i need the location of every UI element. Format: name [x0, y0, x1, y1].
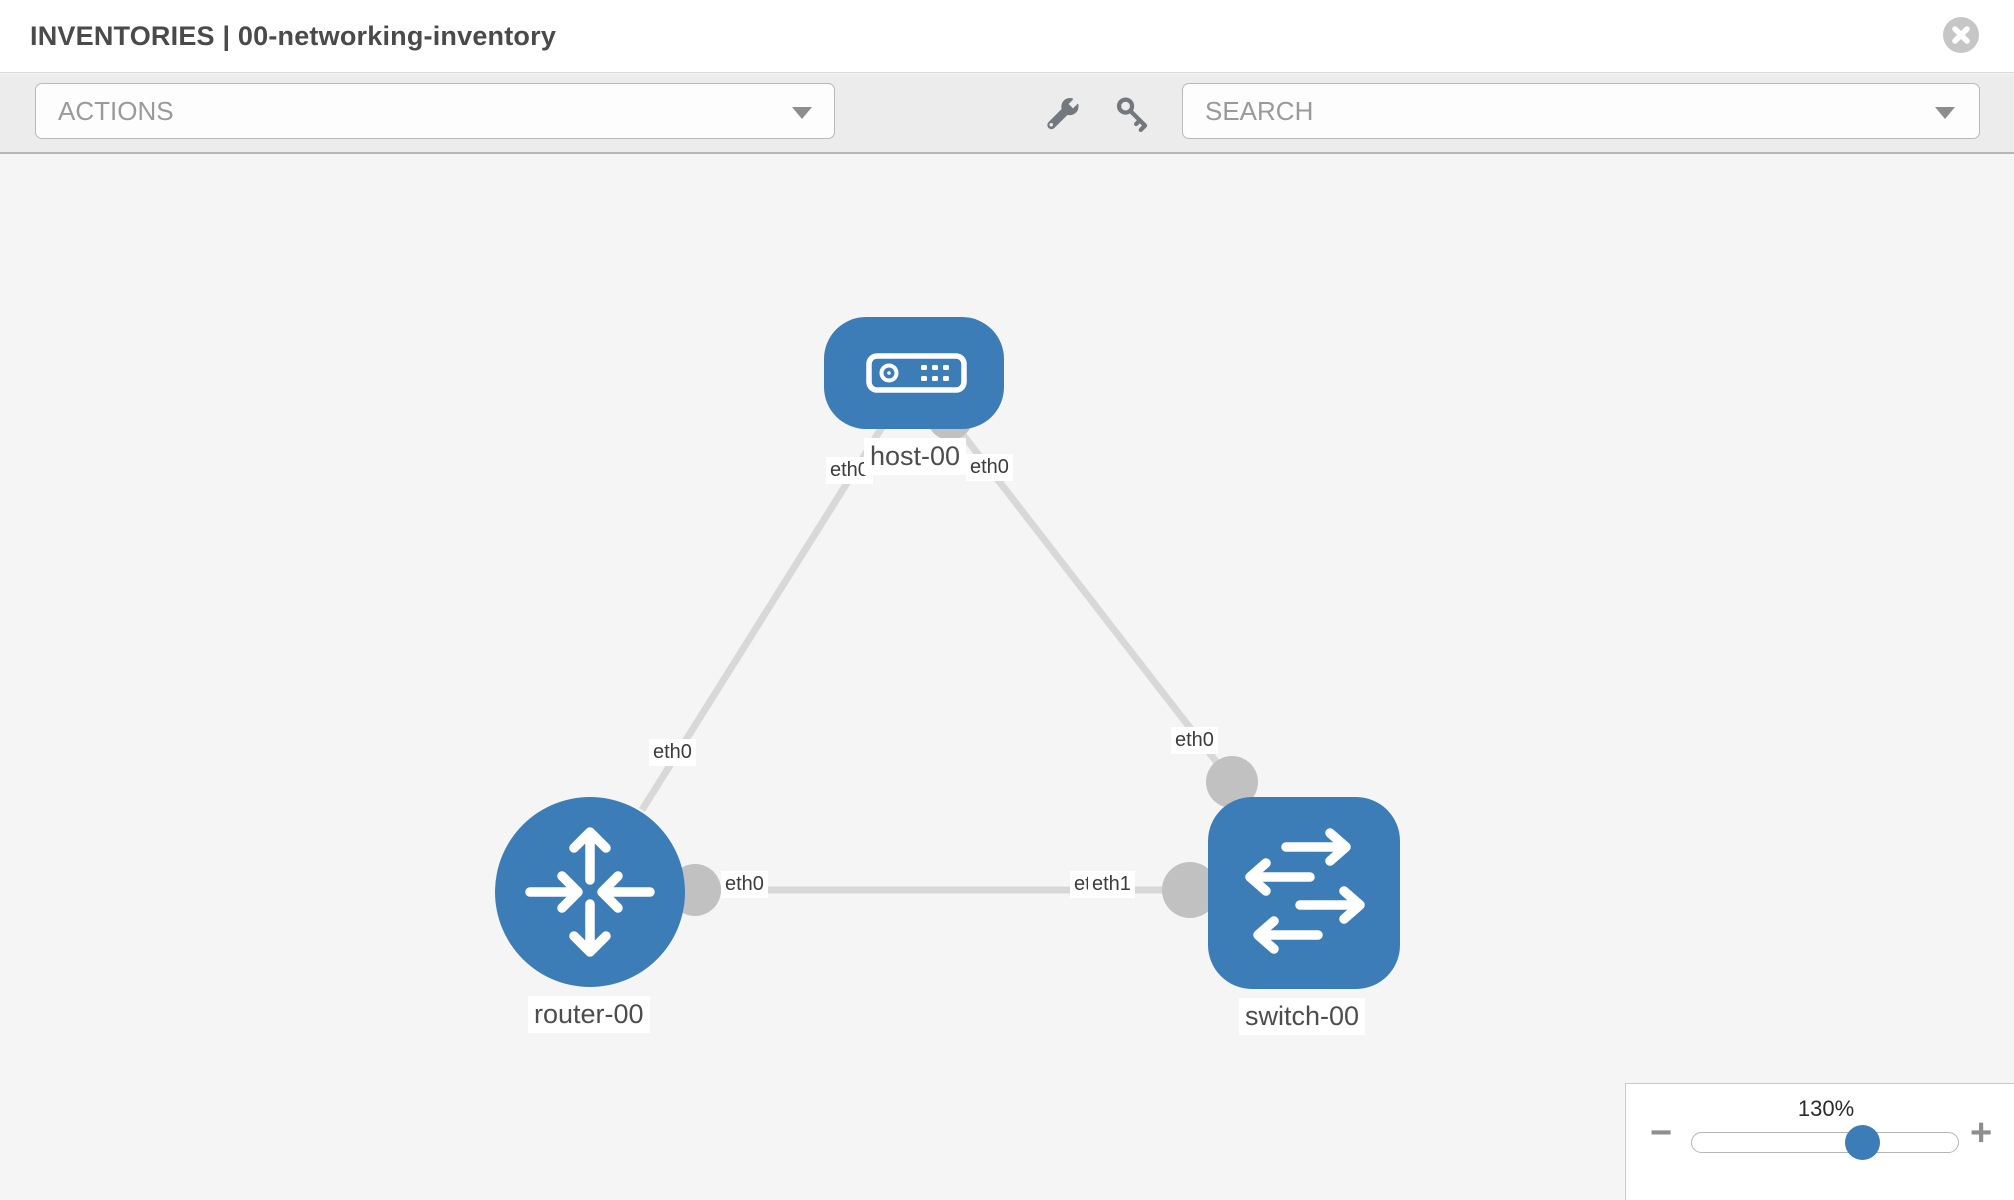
actions-dropdown[interactable]: ACTIONS — [35, 83, 835, 139]
zoom-slider-knob[interactable] — [1845, 1125, 1880, 1160]
actions-label: ACTIONS — [58, 96, 174, 126]
node-host-00[interactable] — [824, 317, 1004, 429]
port-label-switch-eth0-diag: eth0 — [1171, 727, 1218, 754]
topology-links — [639, 415, 1235, 894]
topology-canvas[interactable]: host-00 router-00 switch-00 eth0 eth0 et… — [0, 156, 2014, 1200]
port-label-host-eth0-right: eth0 — [966, 454, 1013, 481]
node-router-00[interactable] — [495, 797, 685, 987]
wrench-icon[interactable] — [1044, 95, 1082, 133]
port-label-router-eth0-horiz: eth0 — [721, 871, 768, 898]
search-input[interactable] — [1183, 84, 1979, 138]
node-label-router-00: router-00 — [528, 996, 650, 1033]
zoom-out-button[interactable]: − — [1650, 1112, 1673, 1154]
zoom-slider-track[interactable] — [1691, 1132, 1959, 1153]
toolbar: ACTIONS — [0, 74, 2014, 154]
actions-caret-icon — [792, 107, 812, 119]
zoom-level: 130% — [1797, 1096, 1855, 1121]
header-bar: INVENTORIES | 00-networking-inventory — [0, 0, 2014, 73]
port-switch-eth1[interactable] — [1162, 862, 1218, 918]
host-icon — [866, 353, 967, 393]
zoom-in-button[interactable]: + — [1970, 1112, 1993, 1154]
key-icon[interactable] — [1114, 95, 1152, 133]
close-button[interactable] — [1943, 17, 1979, 53]
page-title: INVENTORIES | 00-networking-inventory — [30, 21, 557, 51]
close-x-icon — [1952, 26, 1970, 44]
search-caret-icon — [1935, 107, 1955, 119]
router-icon — [525, 827, 655, 957]
port-switch-eth0[interactable] — [1206, 756, 1258, 808]
node-label-switch-00: switch-00 — [1239, 998, 1366, 1035]
port-label-router-eth0-diag: eth0 — [649, 739, 696, 766]
node-switch-00[interactable] — [1208, 797, 1400, 989]
node-label-host-00: host-00 — [864, 438, 967, 475]
port-label-switch-eth1-horiz: eth1 — [1088, 871, 1135, 898]
zoom-panel: 130% − + — [1625, 1083, 2014, 1200]
switch-icon — [1245, 828, 1365, 954]
search-combobox[interactable] — [1182, 83, 1980, 139]
